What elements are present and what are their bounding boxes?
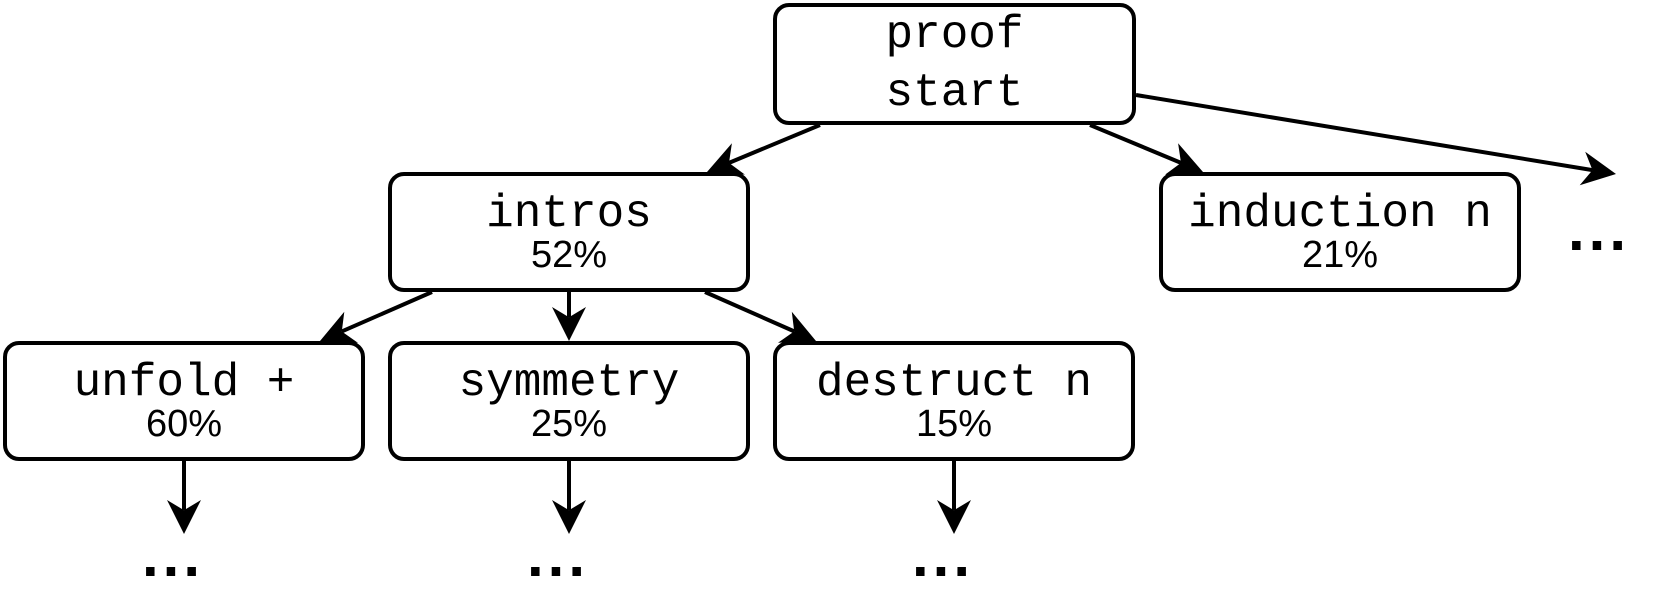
node-label-line1: proof [885,9,1024,61]
node-symmetry: symmetry 25% [388,341,750,461]
node-percent: 25% [530,403,608,445]
edge-proof-to-more [1135,93,1593,173]
edge-proof-to-intros [728,123,821,165]
edge-unfold-to-more-arrowhead [167,500,201,534]
node-tactic: symmetry [458,357,680,409]
ellipsis-more-destruct: ... [912,522,975,589]
node-percent: 60% [145,403,223,445]
edge-intros-to-destruct [704,290,796,334]
node-tactic: induction n [1188,188,1492,240]
ellipsis-more-unfold: ... [142,522,205,589]
edge-symmetry-to-more-arrowhead [552,500,586,534]
node-proof-start: proof start [773,3,1136,125]
node-percent: 15% [915,403,993,445]
edge-intros-to-destruct-arrowhead [778,311,816,343]
edge-proof-to-induction [1089,123,1182,165]
edge-intros-to-unfold-arrowhead [320,311,358,343]
node-label-line2: start [885,67,1024,119]
ellipsis-more-siblings: ... [1568,196,1631,263]
node-intros: intros 52% [388,172,750,292]
node-tactic: unfold + [73,357,295,409]
ellipsis-more-symmetry: ... [527,522,590,589]
node-tactic: intros [486,188,652,240]
node-unfold: unfold + 60% [3,341,365,461]
edge-proof-to-more-arrowhead [1579,151,1616,186]
edge-proof-to-intros-arrowhead [707,143,745,175]
edge-destruct-to-more-arrowhead [937,500,971,534]
node-destruct: destruct n 15% [773,341,1135,461]
edge-intros-to-symmetry-arrowhead [552,307,586,341]
node-tactic: destruct n [815,357,1093,409]
node-percent: 52% [530,234,608,276]
edge-proof-to-induction-arrowhead [1165,143,1203,175]
node-induction: induction n 21% [1159,172,1521,292]
node-percent: 21% [1301,234,1379,276]
edge-intros-to-unfold [341,290,433,334]
